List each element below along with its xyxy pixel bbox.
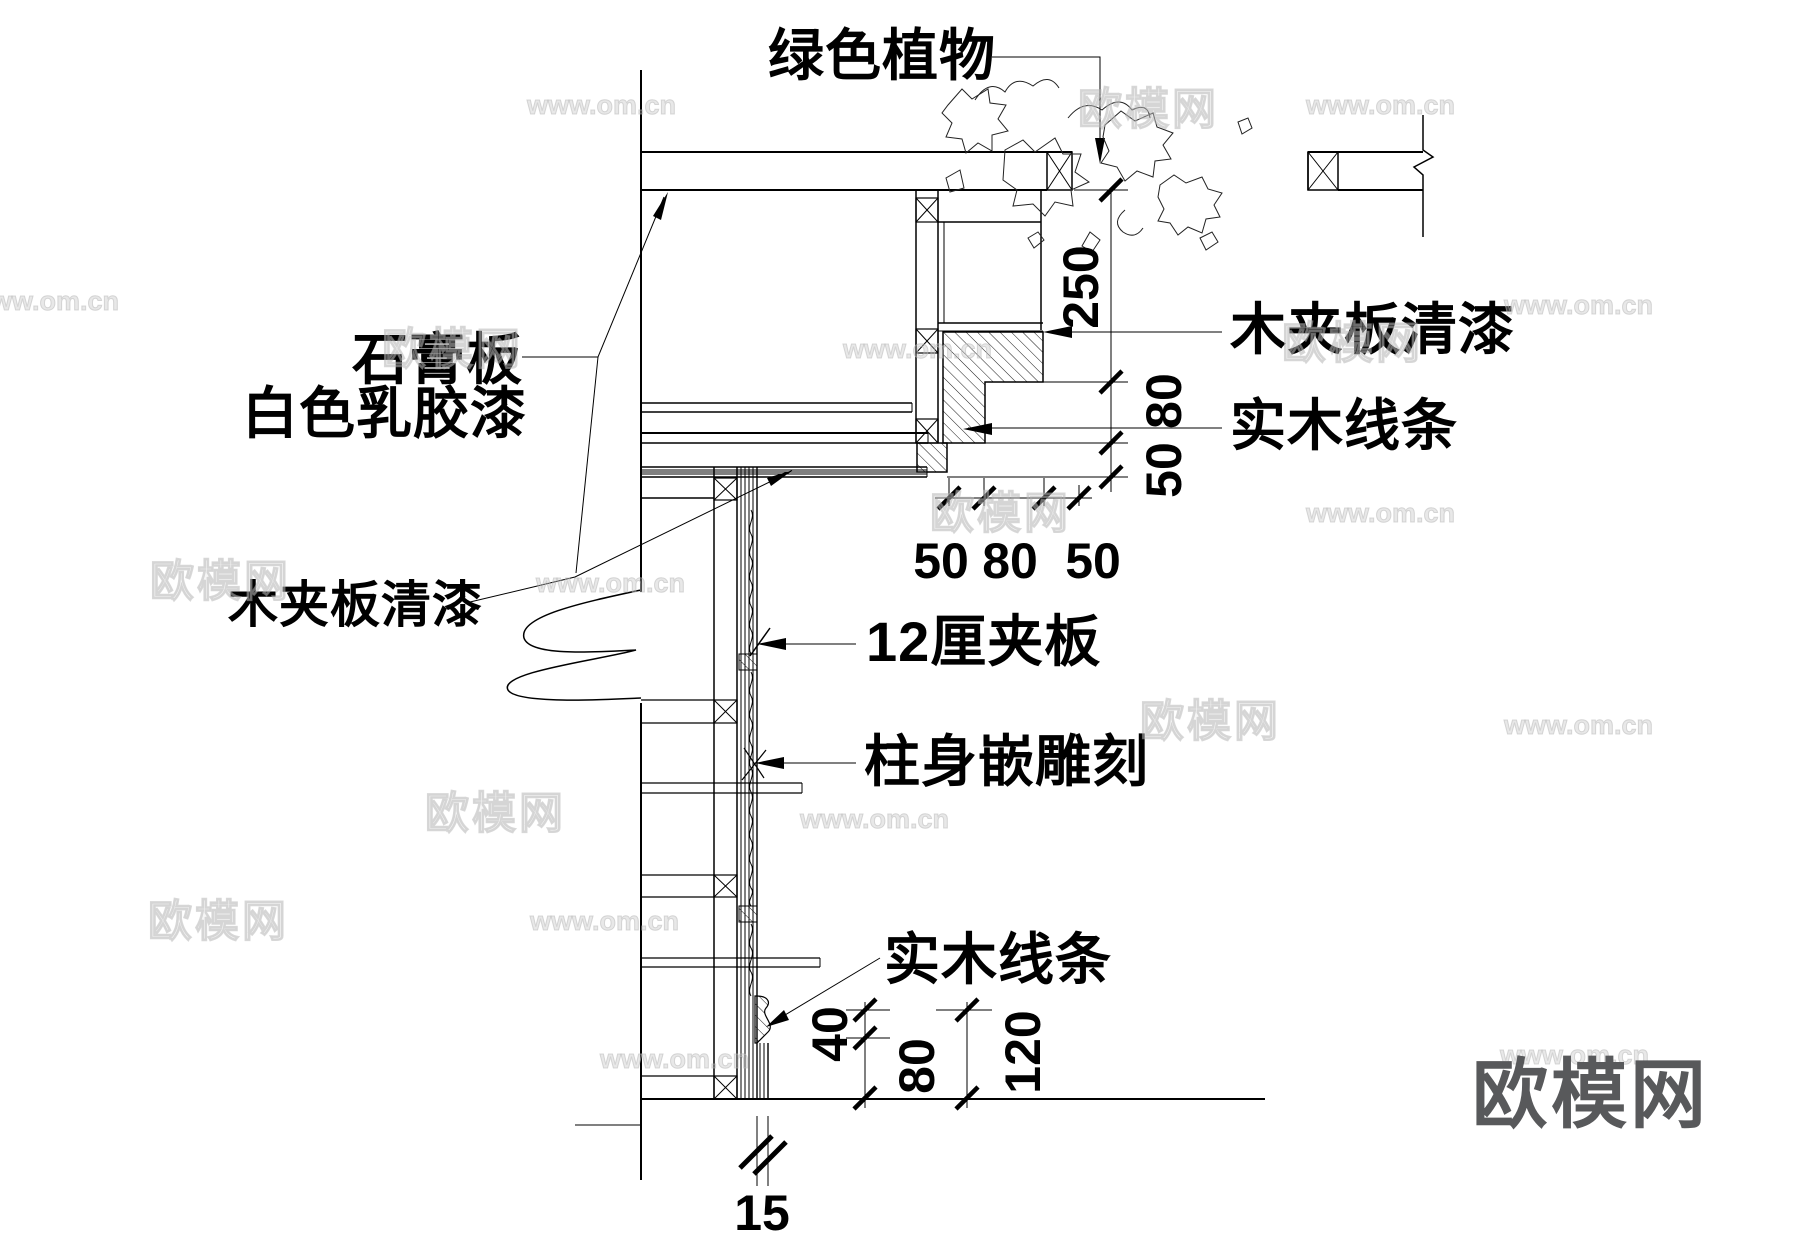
watermark-url: www.om.cn — [1499, 1040, 1650, 1070]
dim-50-left: 50 — [913, 533, 969, 589]
cornice-framing — [915, 190, 1044, 473]
watermark-url: www.om.cn — [799, 804, 950, 834]
right-slab — [1307, 115, 1435, 237]
watermark-url: www.om.cn — [1305, 498, 1456, 528]
wood-insert-hatch — [738, 905, 758, 923]
watermark-brand: 欧模网 — [424, 789, 566, 838]
dimension-right-vertical — [947, 177, 1128, 492]
carving-squiggle — [749, 509, 753, 655]
watermark-brand: 欧模网 — [1281, 319, 1423, 368]
column — [641, 467, 1265, 1100]
label-plant: 绿色植物 — [768, 24, 996, 87]
watermark-brand: 欧模网 — [1139, 697, 1281, 746]
dim-120: 120 — [995, 1010, 1051, 1094]
dim-15: 15 — [734, 1185, 790, 1241]
carving-squiggle — [749, 923, 753, 997]
plant-sketch — [941, 79, 1253, 253]
dim-40: 40 — [802, 1006, 858, 1062]
watermark-url: www.om.cn — [0, 286, 120, 316]
label-plywood-varnish-left: 木夹板清漆 — [228, 577, 483, 633]
label-column-carving: 柱身嵌雕刻 — [864, 730, 1149, 793]
watermark-url: www.om.cn — [535, 568, 686, 598]
skirting-moulding-profile — [754, 995, 771, 1044]
label-gypsum: 石膏板 — [352, 328, 523, 391]
watermark-url: www.om.cn — [1503, 710, 1654, 740]
watermark-url: www.om.cn — [599, 1044, 750, 1074]
watermark-brand: 欧模网 — [929, 489, 1071, 538]
leader-plywood-left — [469, 471, 791, 603]
watermark-url: www.om.cn — [526, 90, 677, 120]
leader-lines — [469, 56, 1222, 1027]
watermark-brand: 欧模网 — [149, 557, 291, 606]
dim-80-vertical: 80 — [1136, 373, 1192, 429]
dim-80-bottom: 80 — [889, 1038, 945, 1094]
dim-80-middle: 80 — [982, 533, 1038, 589]
watermark-brand: 欧模网 — [381, 325, 523, 374]
dim-50-vertical: 50 — [1136, 442, 1192, 498]
label-plywood-12mm: 12厘夹板 — [866, 610, 1102, 673]
lower-ceiling — [641, 402, 929, 499]
leader-solid-wood-bottom — [769, 957, 881, 1025]
dimension-cornice-horizontal — [935, 478, 1092, 511]
watermark-url: www.om.cn — [1305, 90, 1456, 120]
label-plywood-varnish-right: 木夹板清漆 — [1230, 298, 1515, 361]
site-logo: 欧模网 — [1472, 1053, 1709, 1138]
watermark-url: www.om.cn — [1503, 290, 1654, 320]
leader-gypsum — [522, 196, 665, 358]
break-symbol — [506, 589, 642, 701]
dim-250: 250 — [1053, 245, 1109, 329]
dim-50-right: 50 — [1065, 533, 1121, 589]
dimension-skirting — [738, 997, 992, 1186]
watermark-url: www.om.cn — [529, 906, 680, 936]
wood-insert-hatch — [738, 653, 758, 671]
label-solid-wood-bottom: 实木线条 — [884, 928, 1112, 991]
watermark-brand: 欧模网 — [147, 897, 289, 946]
label-latex-paint: 白色乳胶漆 — [242, 382, 527, 445]
top-slab — [641, 151, 1073, 191]
label-solid-wood-right: 实木线条 — [1230, 394, 1458, 457]
leader-plant — [992, 56, 1101, 160]
watermark-brand: 欧模网 — [1077, 85, 1219, 134]
carving-squiggle — [749, 671, 753, 907]
wall-and-break — [506, 70, 642, 1180]
watermark-url: www.om.cn — [842, 334, 993, 364]
